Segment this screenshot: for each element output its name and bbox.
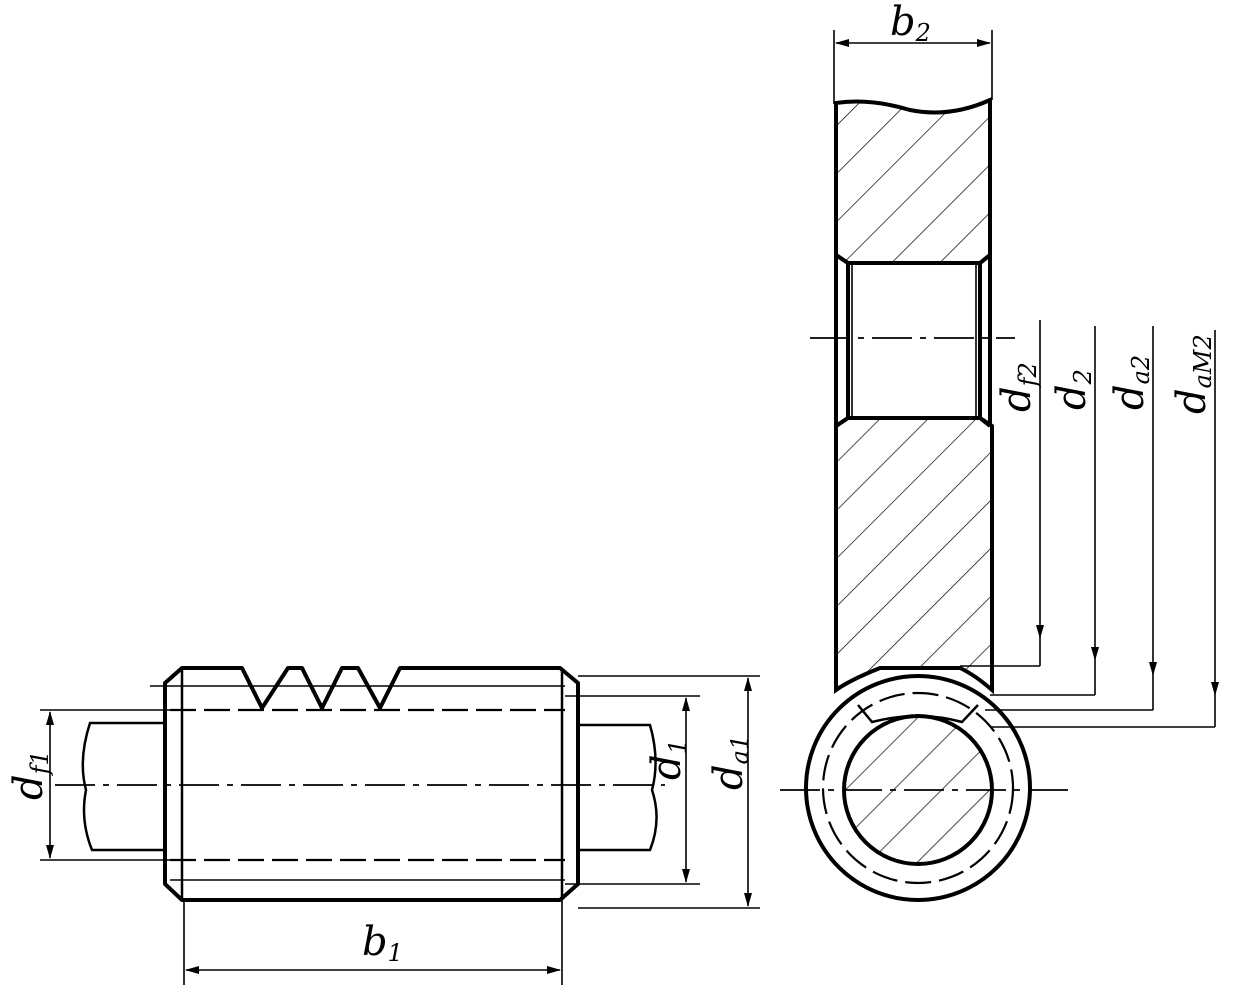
wheel-section-lower xyxy=(834,416,994,695)
worm-wheel-view: b2 df2 d2 da2 daM2 xyxy=(780,0,1219,902)
wheel-bore xyxy=(834,253,992,428)
d2-label: d2 xyxy=(1049,369,1097,410)
worm-shaft-left xyxy=(81,721,165,852)
wheel-section-upper xyxy=(834,96,992,265)
worm-end-outer-circle xyxy=(804,674,1032,902)
df1-label: df1 xyxy=(6,750,54,800)
worm-end-pitch-circle xyxy=(821,691,1015,885)
worm-body-outline xyxy=(163,666,580,902)
b1-label: b1 xyxy=(362,919,403,967)
worm-shaft-right xyxy=(578,723,658,852)
worm-view: df1 d1 da1 b1 xyxy=(6,666,760,985)
b2-label: b2 xyxy=(890,0,931,47)
worm-end-shaft-hatch xyxy=(844,716,992,864)
d1-label: d1 xyxy=(644,739,692,780)
df2-label: df2 xyxy=(994,362,1042,412)
da2-label: da2 xyxy=(1107,355,1155,410)
dam2-label: daM2 xyxy=(1169,334,1217,414)
da1-label: da1 xyxy=(706,735,754,790)
worm-tooth-mesh xyxy=(857,704,979,724)
